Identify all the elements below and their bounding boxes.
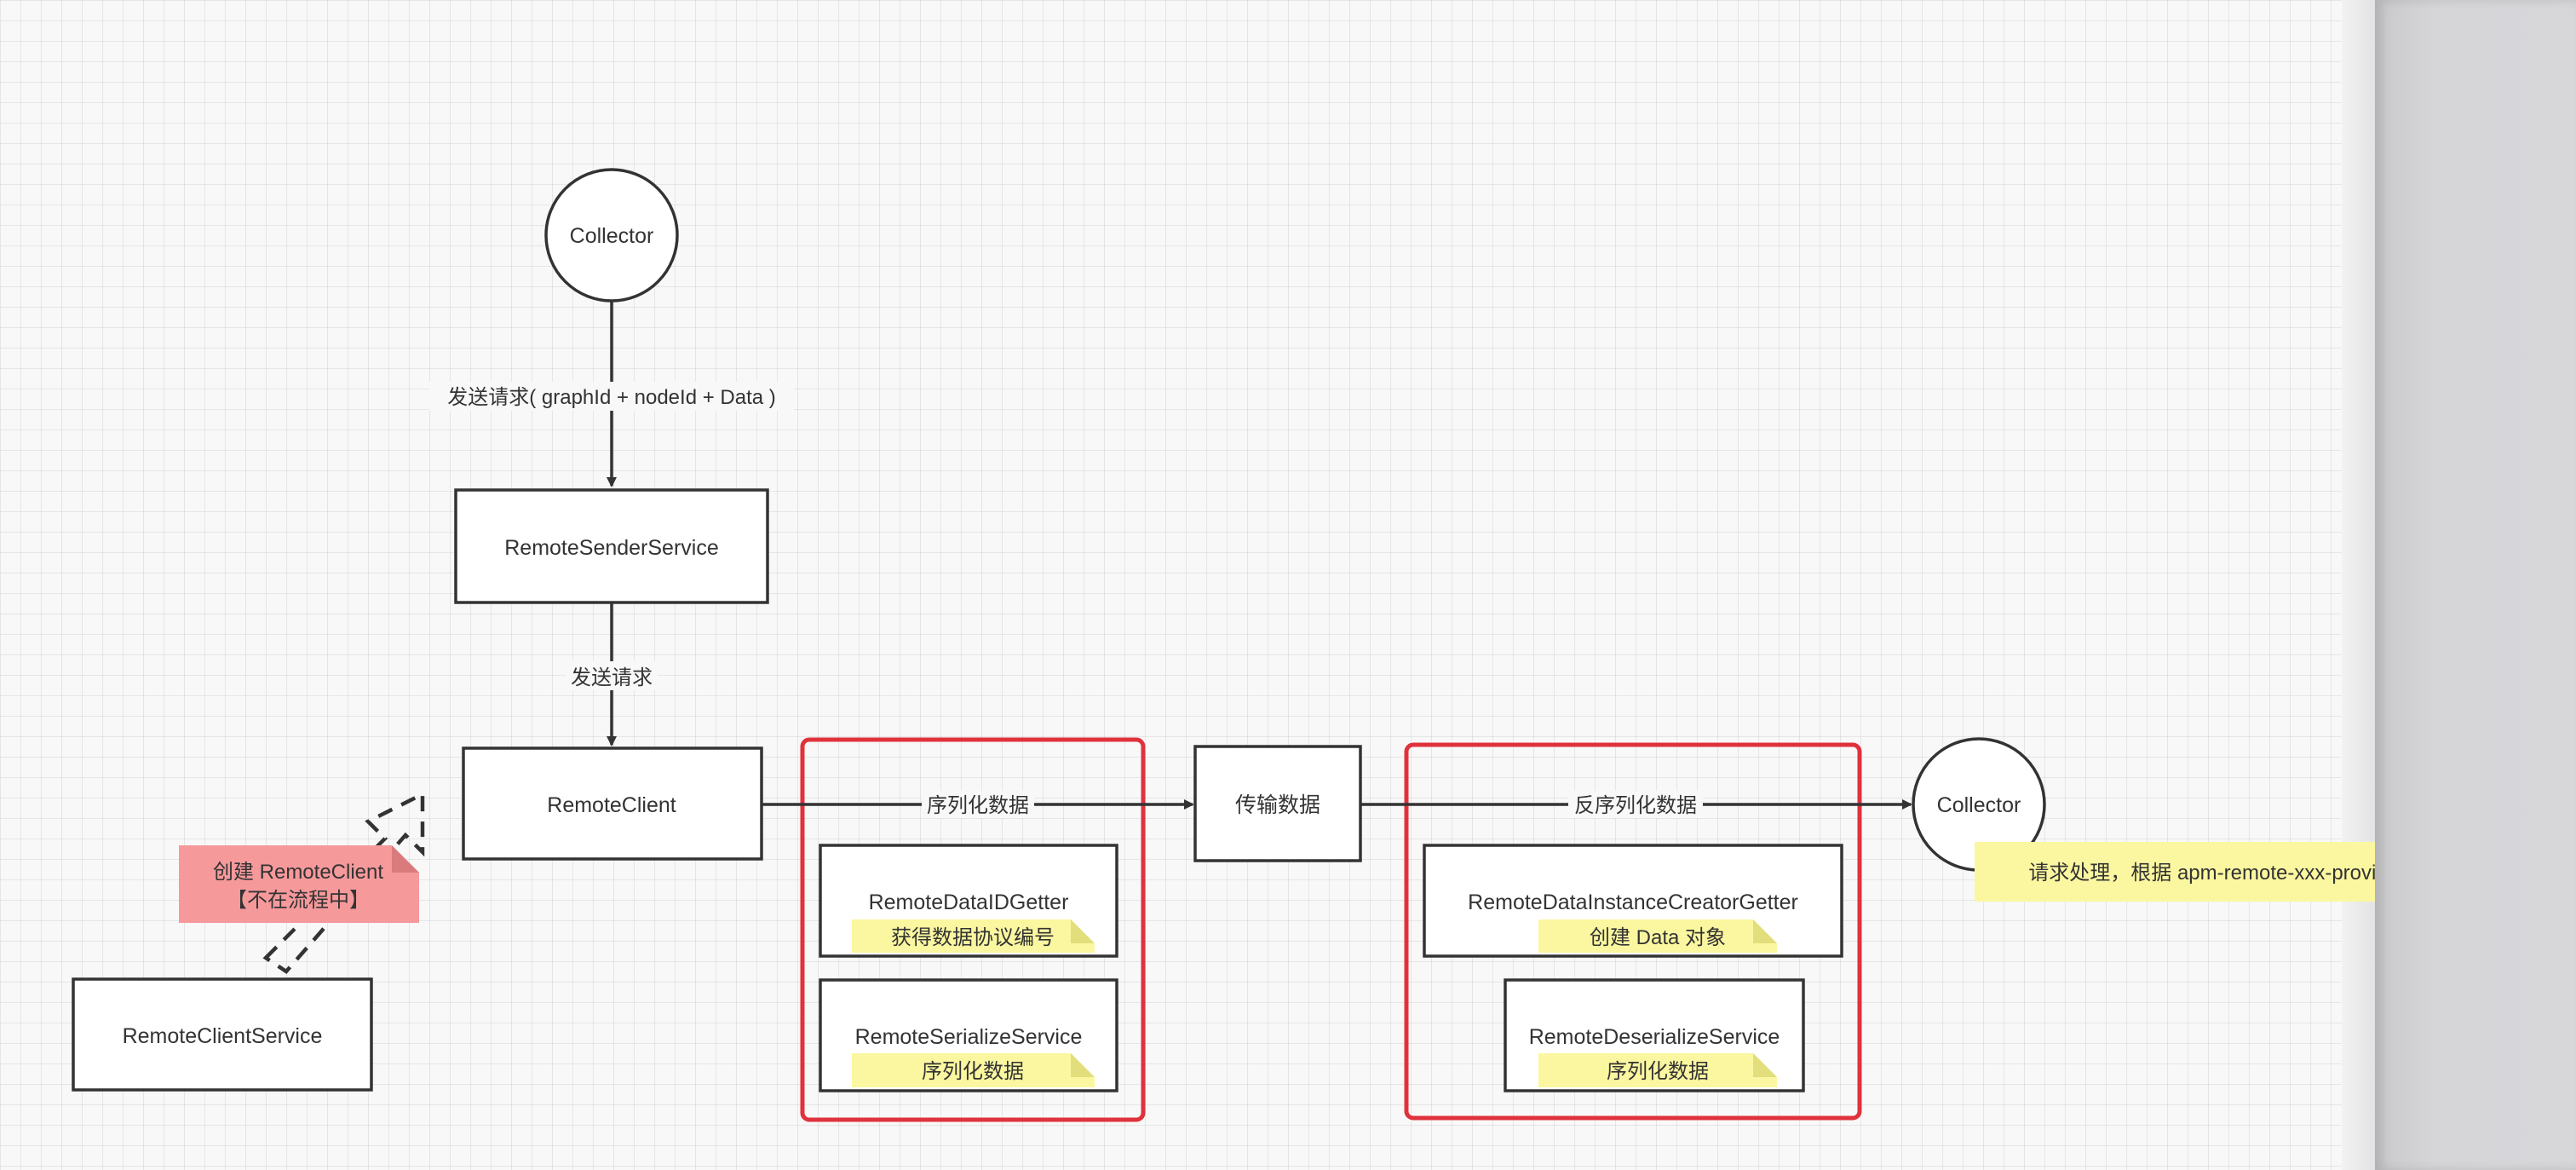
remote-client-label: RemoteClient [547, 793, 676, 817]
edge-label-send-request: 发送请求 [571, 666, 653, 689]
collector-note[interactable] [1975, 842, 2375, 902]
data-id-getter-note-fold [1071, 919, 1095, 943]
remote-serialize-service-label: RemoteSerializeService [855, 1025, 1083, 1049]
collector-note-text: 请求处理，根据 apm-remote-xxx-provider 实现 [2028, 862, 2375, 885]
serialize-note[interactable] [852, 1053, 1095, 1087]
serialize-note-fold [1071, 1053, 1095, 1077]
collector-top-node[interactable] [544, 168, 679, 303]
deserialize-note-text: 序列化数据 [1607, 1060, 1709, 1083]
remote-client-node[interactable] [462, 746, 763, 861]
create-client-note-line1: 创建 RemoteClient [213, 861, 383, 884]
remote-client-service-node[interactable] [72, 977, 373, 1092]
edge-label-serialize: 序列化数据 [927, 794, 1029, 817]
collector-right-label: Collector [1937, 793, 2021, 817]
creator-getter-note[interactable] [1538, 919, 1777, 953]
creator-getter-note-fold [1753, 919, 1777, 943]
create-client-note-fold [392, 845, 419, 873]
creator-getter-note-text: 创建 Data 对象 [1590, 926, 1726, 949]
transfer-data-node[interactable] [1193, 745, 1362, 862]
dashed-create-arrow[interactable] [262, 791, 425, 974]
edge-label-send-request-full: 发送请求( graphId + nodeId + Data ) [447, 386, 776, 409]
edge-label-deserialize: 反序列化数据 [1574, 794, 1697, 817]
create-client-note-line2: 【不在流程中】 [227, 889, 370, 912]
remote-client-service-label: RemoteClientService [123, 1024, 323, 1048]
deserialize-note[interactable] [1538, 1053, 1777, 1087]
deserialize-group-frame[interactable] [1404, 742, 1862, 1121]
deserialize-note-fold [1753, 1053, 1777, 1077]
remote-sender-service-node[interactable] [454, 488, 769, 604]
data-id-getter-note-text: 获得数据协议编号 [891, 926, 1055, 949]
remote-data-instance-creator-getter-label: RemoteDataInstanceCreatorGetter [1468, 890, 1798, 914]
canvas-edge [2342, 0, 2375, 1170]
transfer-data-label: 传输数据 [1235, 793, 1320, 817]
remote-deserialize-service-label: RemoteDeserializeService [1529, 1025, 1780, 1049]
diagram-canvas[interactable] [0, 0, 2375, 1170]
collector-top-label: Collector [570, 224, 654, 248]
diagram: 发送请求( graphId + nodeId + Data ) 发送请求 序列化… [72, 168, 2375, 1122]
side-panel [2375, 0, 2576, 1170]
serialize-group-frame[interactable] [800, 737, 1146, 1122]
remote-sender-service-label: RemoteSenderService [504, 536, 719, 560]
remote-data-id-getter-label: RemoteDataIDGetter [869, 890, 1069, 914]
serialize-note-text: 序列化数据 [922, 1060, 1024, 1083]
create-client-note[interactable] [179, 845, 419, 923]
data-id-getter-note[interactable] [852, 919, 1095, 953]
